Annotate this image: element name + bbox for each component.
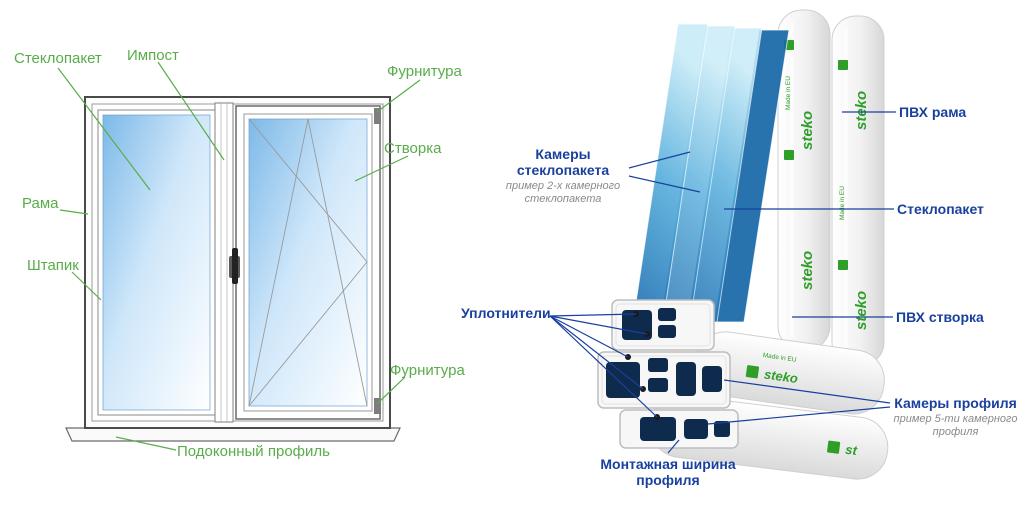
glazing-unit-panes [632,23,790,323]
tilt-turn-symbol [248,118,368,407]
leader-seals-5 [549,315,658,418]
profile-chamber [658,325,676,338]
label-glazing-bead: Штапик [27,257,79,274]
label-profile-chambers-note: пример 5-ти камерного профиля [893,413,1018,439]
leader-sill [115,436,177,451]
sash-glass [248,118,368,407]
label-glazing-chambers-note: пример 2-х камерного стеклопакета [505,180,621,206]
brand-text: steko [853,291,870,330]
profile-chamber [640,417,676,441]
window-handle [232,248,238,284]
label-seals: Уплотнители [461,305,551,321]
leader-frame [59,209,89,215]
label-pvc-frame: ПВХ рама [899,104,967,120]
leader-glazing-unit [57,67,151,191]
label-frame: Рама [22,195,59,212]
label-glazing-unit: Стеклопакет [14,50,102,67]
made-in-text: Made in EU [785,76,792,110]
label-sash: Створка [384,140,442,157]
leader-seals-1 [549,313,637,317]
leader-mounting-width [667,439,680,454]
profile-chamber [676,362,696,396]
profile-chamber [648,358,668,372]
label-profile-chambers-title: Камеры профиля [894,395,1017,411]
leader-glazing-bead [71,271,102,301]
profile-chamber [684,419,708,439]
label-pvc-sash: ПВХ створка [896,309,984,325]
label-mounting-width: Монтажная ширина профиля [600,456,736,489]
leader-seals-3 [549,315,629,358]
profile-chamber [648,378,668,392]
leader-hardware-bottom [376,376,406,405]
label-mullion: Импост [127,47,179,64]
profile-chamber [658,308,676,321]
profile-leader-lines [549,111,896,454]
made-in-text: Made in EU [839,186,846,220]
leader-mullion [157,61,225,161]
leader-sash [354,155,409,182]
label-sill-profile: Подоконный профиль [177,443,330,460]
label-glazing-chambers-title: Камеры стеклопакета [516,146,610,179]
profile-chamber [702,366,722,392]
brand-text: steko [853,91,870,130]
label-hardware-bottom: Фурнитура [390,362,465,379]
left-glass [102,114,211,411]
made-in-text: Made in EU [762,352,797,364]
leader-hardware-top [376,79,421,113]
profile-chamber [714,421,730,437]
leader-seals-4 [549,315,644,390]
hardware-top-mark [374,108,381,124]
label-profile-chambers: Камеры профиля пример 5-ти камерного про… [893,395,1018,439]
wrapped-profile-frame [777,9,831,351]
leader-profile-chambers-1 [723,379,891,404]
brand-text-partial: st [845,442,859,458]
window-leader-lines [57,61,421,451]
brand-text: steko [763,366,799,386]
label-glazing-chambers: Камеры стеклопакета пример 2-х камерного… [498,146,628,207]
hardware-bottom-mark [374,398,381,414]
label-hardware-top: Фурнитура [387,63,462,80]
brand-text: steko [799,111,816,150]
window-drawing [65,96,401,442]
cross-section-lower [619,409,739,449]
wrapped-bundle-upper: steko Made in EU [694,331,885,415]
cross-section-frame [597,351,731,409]
cross-section-sash [611,299,715,351]
leader-glazing-chambers-2 [628,175,701,193]
brand-text: steko [799,251,816,290]
label-glazing-unit-right: Стеклопакет [897,201,984,217]
window-sill [65,427,401,442]
leader-profile-chambers-2 [707,406,891,425]
window-frame-inner [91,103,384,422]
sash-frame-inner [243,113,373,412]
profile-chamber [606,362,640,398]
leader-glazing-chambers-1 [628,151,691,169]
leader-seals-2 [549,315,648,335]
profile-drawing: steko steko steko steko Made in EU Made … [597,9,889,480]
